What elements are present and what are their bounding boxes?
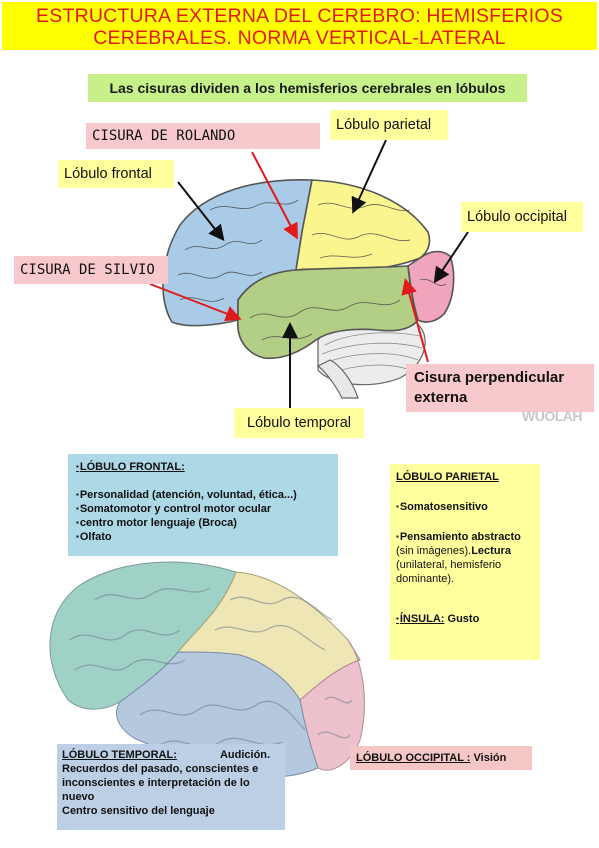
parietal-item-2-rest-a: (sin imágenes). <box>396 545 472 557</box>
temporal-heading: LÓBULO TEMPORAL: <box>62 749 177 761</box>
arrow-rolando <box>251 151 298 240</box>
arrow-parietal <box>351 139 387 214</box>
title-line-1: ESTRUCTURA EXTERNA DEL CEREBRO: HEMISFER… <box>36 5 563 27</box>
temporal-heading-value: Audición. <box>219 749 271 761</box>
label-perpendicular-line1: Cisura perpendicular <box>414 369 565 386</box>
frontal-info-box: LÓBULO FRONTAL: Personalidad (atención, … <box>68 454 338 556</box>
frontal-item-2: Somatomotor y control motor ocular <box>76 502 330 516</box>
temporal-line-2: Centro sensitivo del lenguaje <box>62 805 215 817</box>
arrow-occipital <box>433 231 469 284</box>
insula-value: Gusto <box>447 613 480 625</box>
label-lobulo-parietal: Lóbulo parietal <box>330 110 448 140</box>
label-lobulo-temporal: Lóbulo temporal <box>234 408 364 438</box>
title-line-2: CEREBRALES. NORMA VERTICAL-LATERAL <box>93 27 506 49</box>
frontal-item-3: centro motor lenguaje (Broca) <box>76 516 330 530</box>
brainstem <box>316 359 359 399</box>
insula-label: ÍNSULA: <box>396 613 444 625</box>
page-title: ESTRUCTURA EXTERNA DEL CEREBRO: HEMISFER… <box>2 2 597 50</box>
label-cisura-silvio: CISURA DE SILVIO <box>14 256 168 284</box>
watermark: WUOLAH <box>522 408 583 424</box>
temporal-heading-line: LÓBULO TEMPORAL: Audición. <box>62 748 280 762</box>
temporal-line-1: Recuerdos del pasado, conscientes e inco… <box>62 763 259 803</box>
parietal-item-2-bold: Pensamiento abstracto <box>396 531 521 543</box>
frontal-item-4: Olfato <box>76 530 330 544</box>
label-cisura-rolando: CISURA DE ROLANDO <box>86 123 320 149</box>
parietal-item-2-lectura: Lectura <box>471 545 511 557</box>
occipital-value: Visión <box>473 752 507 764</box>
arrow-perpendicular <box>401 278 429 363</box>
arrow-frontal <box>177 181 225 242</box>
parietal-heading: LÓBULO PARIETAL <box>396 471 499 483</box>
temporal-info-box: LÓBULO TEMPORAL: Audición. Recuerdos del… <box>57 744 285 830</box>
label-lobulo-occipital: Lóbulo occipital <box>461 202 583 232</box>
label-perpendicular-line2: externa <box>414 389 468 406</box>
insula-line: ÍNSULA: Gusto <box>396 612 534 626</box>
parietal-info-box: LÓBULO PARIETAL Somatosensitivo Pensamie… <box>390 464 540 660</box>
label-lobulo-frontal: Lóbulo frontal <box>58 160 174 188</box>
parietal-item-1: Somatosensitivo <box>396 500 534 514</box>
subtitle: Las cisuras dividen a los hemisferios ce… <box>88 74 527 102</box>
frontal-lobe-top <box>162 179 313 327</box>
occipital-info-box: LÓBULO OCCIPITAL : Visión <box>350 746 532 770</box>
arrow-silvio <box>149 283 242 322</box>
parietal-item-2-rest-b: (unilateral, hemisferio dominante). <box>396 559 502 585</box>
parietal-item-2: Pensamiento abstracto (sin imágenes).Lec… <box>396 530 534 586</box>
frontal-heading: LÓBULO FRONTAL: <box>76 460 330 474</box>
occipital-heading: LÓBULO OCCIPITAL : <box>356 752 471 764</box>
label-cisura-perpendicular: Cisura perpendicular externa <box>406 364 594 412</box>
frontal-item-1: Personalidad (atención, voluntad, ética.… <box>76 488 330 502</box>
